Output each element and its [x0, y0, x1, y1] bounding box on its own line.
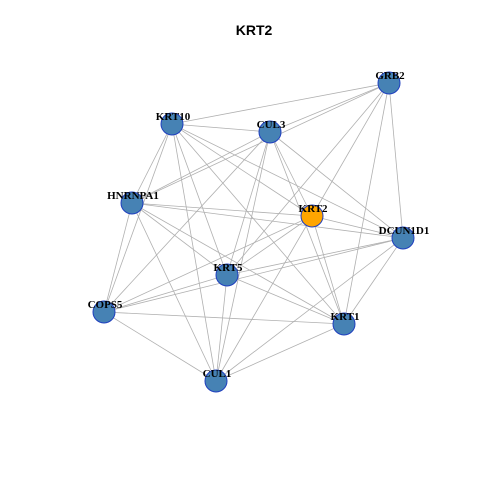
edge-krt5-krt1 — [226, 274, 345, 325]
edge-krt2-grb2 — [311, 82, 390, 217]
edge-dcun1d1-krt5 — [226, 237, 404, 276]
edge-krt10-cul1 — [171, 123, 217, 382]
node-dcun1d1[interactable] — [391, 226, 415, 250]
edge-cul3-krt2 — [269, 131, 313, 217]
node-label-krt10: KRT10 — [156, 111, 191, 123]
graph-title: KRT2 — [236, 22, 273, 38]
edge-cops5-cul1 — [103, 311, 217, 382]
edge-hnrnpa1-krt2 — [131, 202, 313, 217]
edge-cul3-cops5 — [103, 131, 271, 313]
edge-krt5-cops5 — [103, 274, 228, 313]
node-label-cul3: CUL3 — [257, 119, 286, 131]
edge-krt2-cops5 — [103, 215, 313, 313]
edge-cul3-krt5 — [226, 131, 271, 276]
node-label-krt1: KRT1 — [331, 311, 360, 323]
edge-krt10-dcun1d1 — [171, 123, 404, 239]
edge-dcun1d1-cops5 — [103, 237, 404, 313]
edge-hnrnpa1-grb2 — [131, 82, 390, 204]
node-krt5[interactable] — [215, 263, 239, 287]
edge-krt10-cops5 — [103, 123, 173, 313]
edge-krt10-grb2 — [171, 82, 390, 125]
edge-krt10-krt5 — [171, 123, 228, 276]
edge-cul3-dcun1d1 — [269, 131, 404, 239]
node-label-dcun1d1: DCUN1D1 — [379, 225, 430, 237]
nodes-layer — [92, 71, 415, 393]
edge-dcun1d1-krt1 — [343, 237, 404, 325]
edge-cul3-grb2 — [269, 82, 390, 133]
edge-krt5-cul1 — [215, 274, 228, 382]
edge-krt2-krt1 — [311, 215, 345, 325]
edge-cul3-hnrnpa1 — [131, 131, 271, 204]
edge-krt2-krt5 — [226, 215, 313, 276]
edge-hnrnpa1-krt1 — [131, 202, 345, 325]
node-cul3[interactable] — [258, 120, 282, 144]
edges-layer — [103, 82, 404, 382]
node-cops5[interactable] — [92, 300, 116, 324]
node-label-hnrnpa1: HNRNPA1 — [107, 190, 159, 202]
edge-krt10-hnrnpa1 — [131, 123, 173, 204]
node-hnrnpa1[interactable] — [120, 191, 144, 215]
edge-hnrnpa1-cul1 — [131, 202, 217, 382]
edge-hnrnpa1-krt5 — [131, 202, 228, 276]
edge-krt1-cul1 — [215, 323, 345, 382]
edge-hnrnpa1-cops5 — [103, 202, 133, 313]
edge-krt10-krt1 — [171, 123, 345, 325]
edge-krt2-dcun1d1 — [311, 215, 404, 239]
node-krt2[interactable] — [300, 204, 324, 228]
node-label-cops5: COPS5 — [88, 299, 123, 311]
edge-dcun1d1-grb2 — [388, 82, 404, 239]
labels-layer: GRB2KRT10CUL3HNRNPA1KRT2DCUN1D1KRT5COPS5… — [88, 70, 430, 380]
edge-krt10-cul3 — [171, 123, 271, 133]
edge-cops5-krt1 — [103, 311, 345, 325]
edge-cul3-krt1 — [269, 131, 345, 325]
node-krt10[interactable] — [160, 112, 184, 136]
node-label-cul1: CUL1 — [203, 368, 232, 380]
node-krt1[interactable] — [332, 312, 356, 336]
node-cul1[interactable] — [204, 369, 228, 393]
node-grb2[interactable] — [377, 71, 401, 95]
node-label-krt5: KRT5 — [214, 262, 243, 274]
node-label-krt2: KRT2 — [299, 203, 328, 215]
edge-krt2-cul1 — [215, 215, 313, 382]
edge-cul3-cul1 — [215, 131, 271, 382]
edge-hnrnpa1-dcun1d1 — [131, 202, 404, 239]
edge-krt10-krt2 — [171, 123, 313, 217]
edge-krt1-grb2 — [343, 82, 390, 325]
node-label-grb2: GRB2 — [375, 70, 405, 82]
